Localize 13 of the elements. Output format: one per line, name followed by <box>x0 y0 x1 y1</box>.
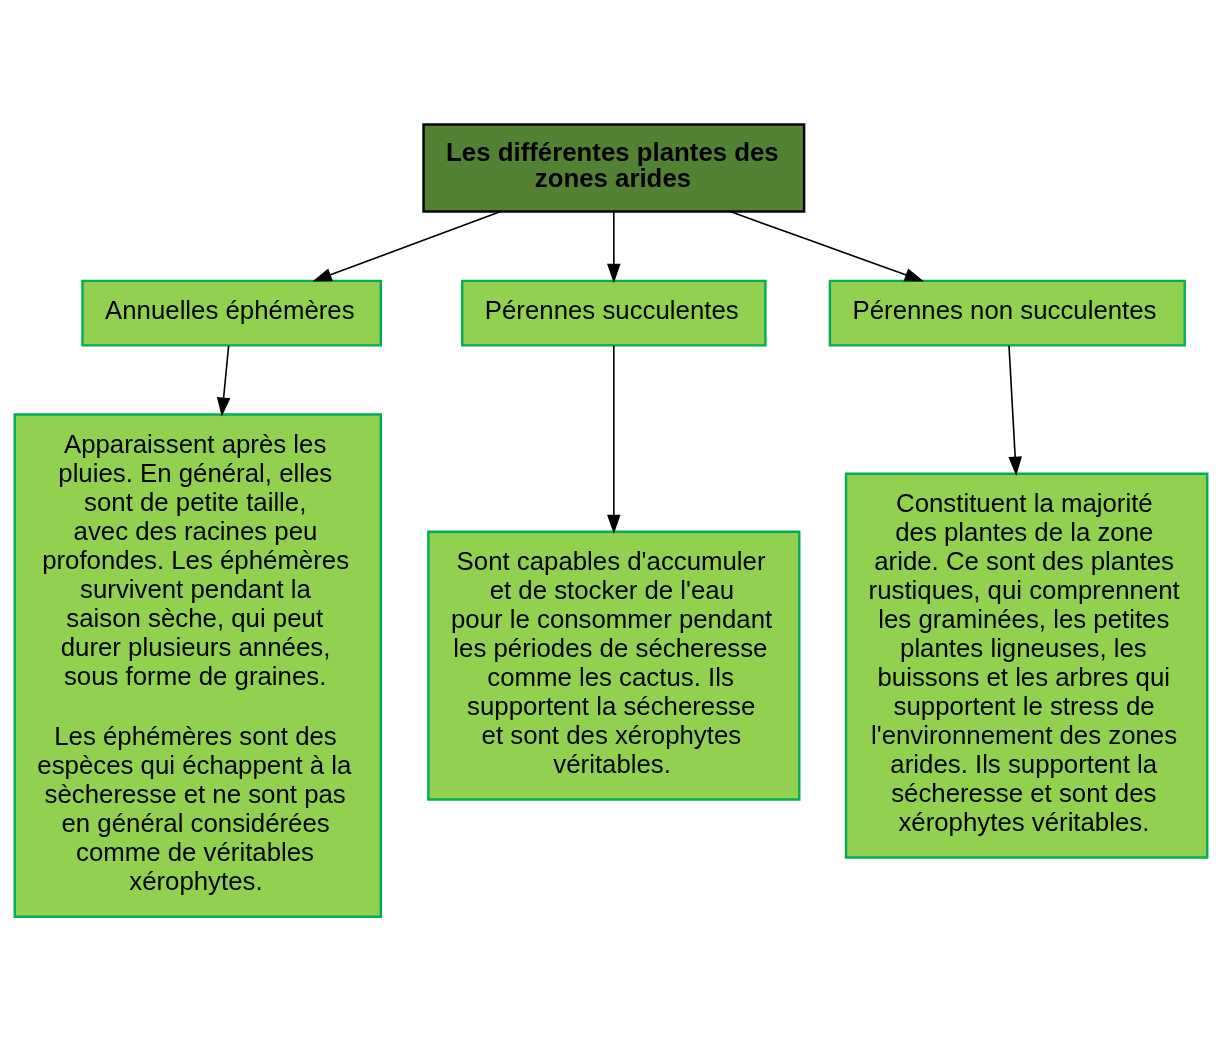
node-box: Apparaissent après les pluies. En général, elles sont de petite taille, avec des racines peu profondes. Les éphémères survivent pendant la saison sèche, qui peut durer plusieurs années, sous forme de graines. Les éphémères sont des espèces qui échappent à la sècheresse et ne sont pas en général considérées comme de véritables xérophytes. <box>13 413 382 918</box>
node-box: Sont capables d'accumuler et de stocker de l'eau pour le consommer pendant les périodes de sécheresse comme les cactus. Ils supportent la sécheresse et sont des xérophytes véritables. <box>427 530 801 801</box>
arrow <box>312 210 502 282</box>
node-box: Pérennes succulentes <box>461 279 767 347</box>
arrow <box>607 344 621 535</box>
node-box: Annuelles éphémères <box>81 279 382 347</box>
node-box: Constituent la majorité des plantes de la zone aride. Ce sont des plantes rustiques, qui comprennent les graminées, les petites plantes ligneuses, les buissons et les arbres qui supportent le stress de l'environnement des zones arides. Ils supportent la sécheresse et sont des xérophytes véritables. <box>844 472 1209 859</box>
arrow <box>729 210 925 282</box>
node-box: Les différentes plantes des zones arides <box>422 123 806 213</box>
arrow <box>607 211 621 284</box>
arrow <box>216 344 231 417</box>
node-box: Pérennes non succulentes <box>828 279 1186 347</box>
arrow <box>1008 344 1022 476</box>
